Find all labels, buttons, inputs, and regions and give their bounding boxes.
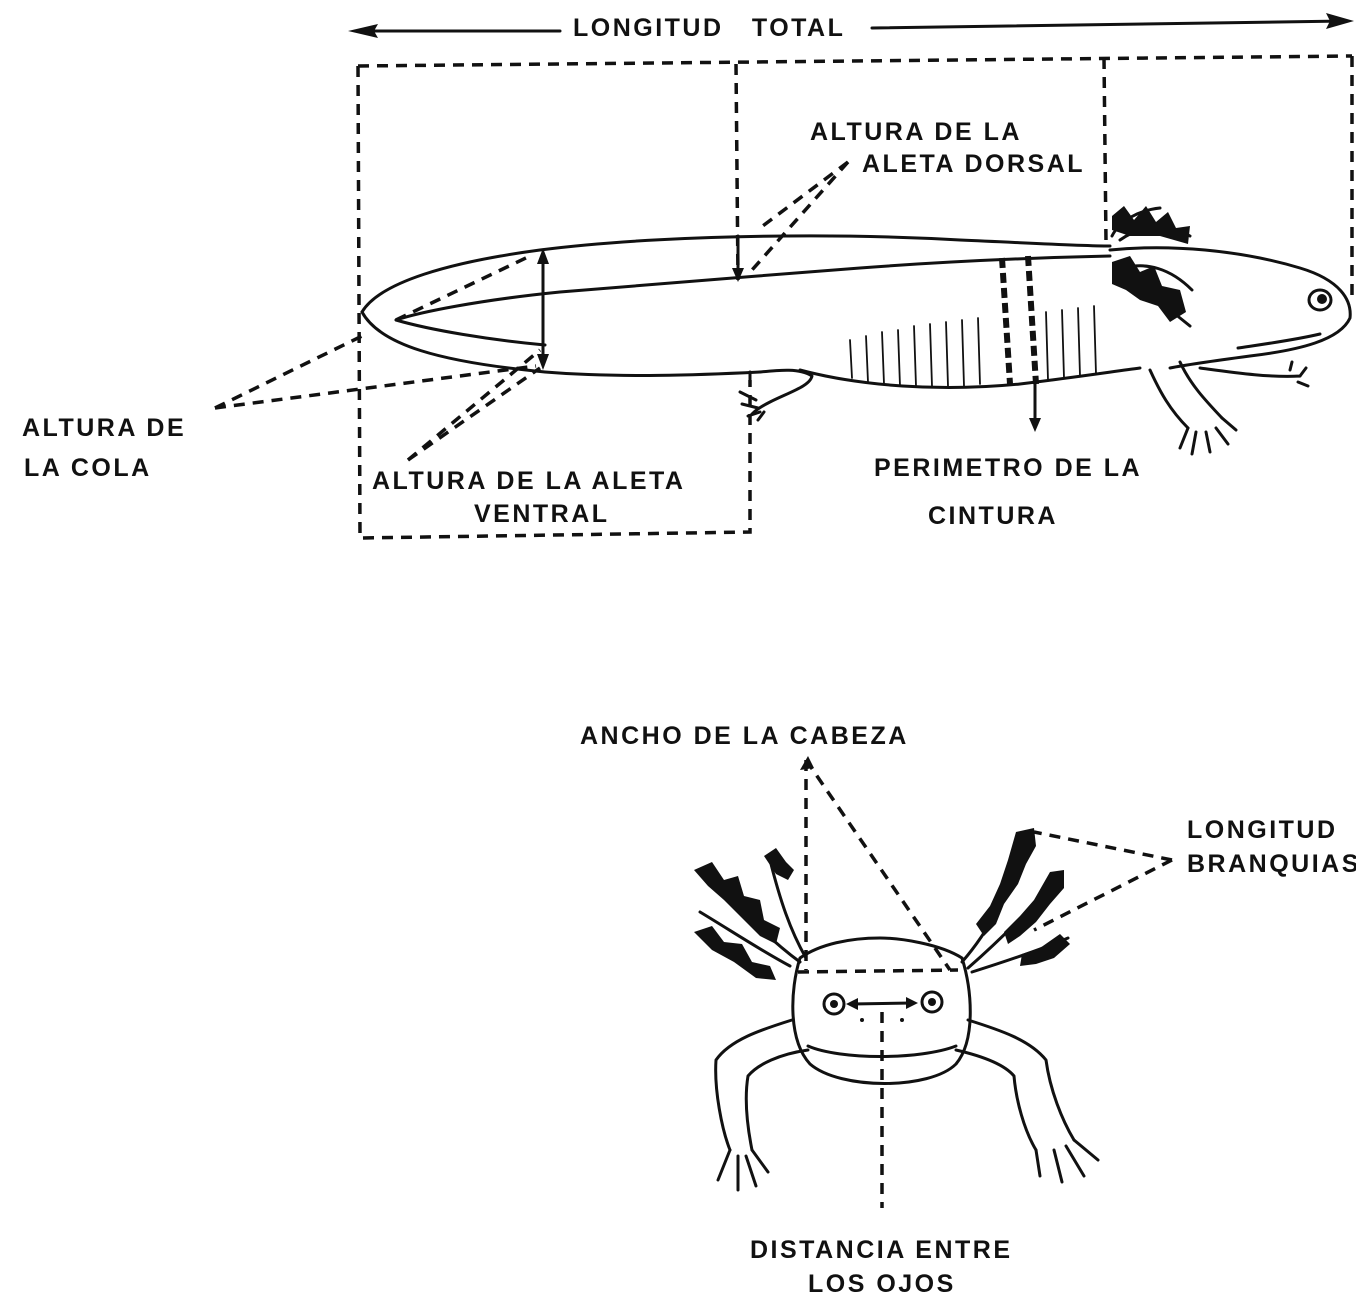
- longitud-total-arrow: [348, 13, 1354, 38]
- label-longitud-total: LONGITUD TOTAL: [573, 14, 845, 42]
- label-perimetro-cintura-line1: PERIMETRO DE LA: [874, 454, 1142, 482]
- label-distancia-ojos-line2: LOS OJOS: [808, 1270, 956, 1298]
- measure-arrows-side: [537, 236, 1041, 432]
- label-longitud-branquias-line2: BRANQUIAS: [1187, 850, 1356, 878]
- label-perimetro-cintura-line2: CINTURA: [928, 502, 1058, 530]
- axolotl-top-view: [694, 828, 1098, 1190]
- label-ancho-cabeza: ANCHO DE LA CABEZA: [580, 722, 909, 750]
- label-altura-aleta-dorsal-line2: ALETA DORSAL: [862, 150, 1085, 178]
- label-altura-aleta-dorsal-line1: ALTURA DE LA: [810, 118, 1022, 146]
- label-altura-aleta-ventral-line2: VENTRAL: [474, 500, 610, 528]
- label-altura-aleta-ventral-line1: ALTURA DE LA ALETA: [372, 467, 685, 495]
- label-altura-cola-line1: ALTURA DE: [22, 414, 186, 442]
- label-distancia-ojos-line1: DISTANCIA ENTRE: [750, 1236, 1013, 1264]
- axolotl-side-body: [362, 206, 1350, 454]
- leader-lines-top: [800, 756, 1172, 1208]
- labels: LONGITUD TOTAL ALTURA DE LA ALETA DORSAL…: [22, 14, 1356, 1298]
- label-longitud-branquias-line1: LONGITUD: [1187, 816, 1338, 844]
- label-altura-cola-line2: LA COLA: [24, 454, 152, 482]
